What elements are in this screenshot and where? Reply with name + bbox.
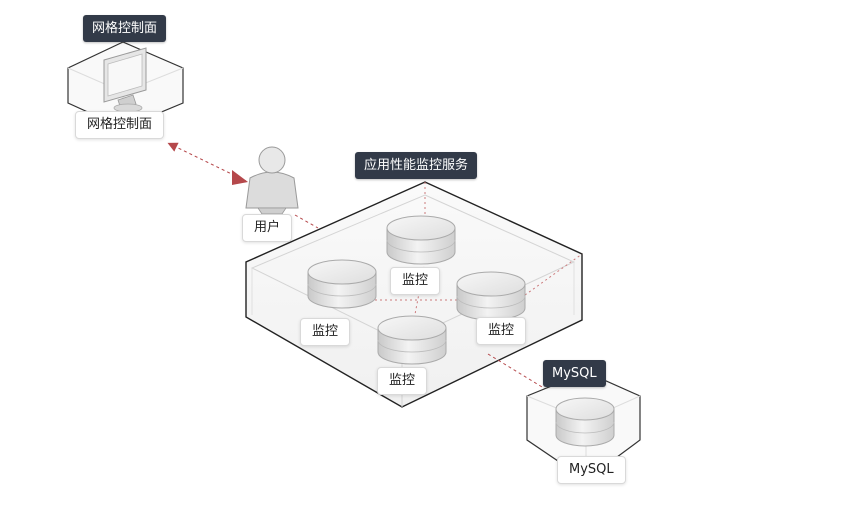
monitor-node-label: 监控 bbox=[390, 267, 441, 295]
apm-service-title: 应用性能监控服务 bbox=[355, 152, 478, 179]
mesh-control-plane-label: 网格控制面 bbox=[75, 111, 165, 139]
database-icon bbox=[386, 215, 456, 265]
mysql-title: MySQL bbox=[543, 360, 606, 387]
mysql-label: MySQL bbox=[557, 456, 626, 484]
mesh-control-plane-group bbox=[67, 41, 184, 129]
database-icon bbox=[456, 271, 526, 321]
user-icon bbox=[245, 146, 299, 215]
database-icon bbox=[377, 315, 447, 365]
monitor-node-label: 监控 bbox=[377, 367, 428, 395]
monitor-node-label: 监控 bbox=[476, 317, 527, 345]
database-icon bbox=[555, 397, 615, 447]
user-label: 用户 bbox=[242, 214, 293, 242]
monitor-icon bbox=[103, 47, 147, 113]
monitor-node-label: 监控 bbox=[300, 318, 351, 346]
connector-user-apm bbox=[294, 214, 319, 229]
database-icon bbox=[307, 259, 377, 309]
mesh-control-plane-title: 网格控制面 bbox=[83, 15, 167, 42]
